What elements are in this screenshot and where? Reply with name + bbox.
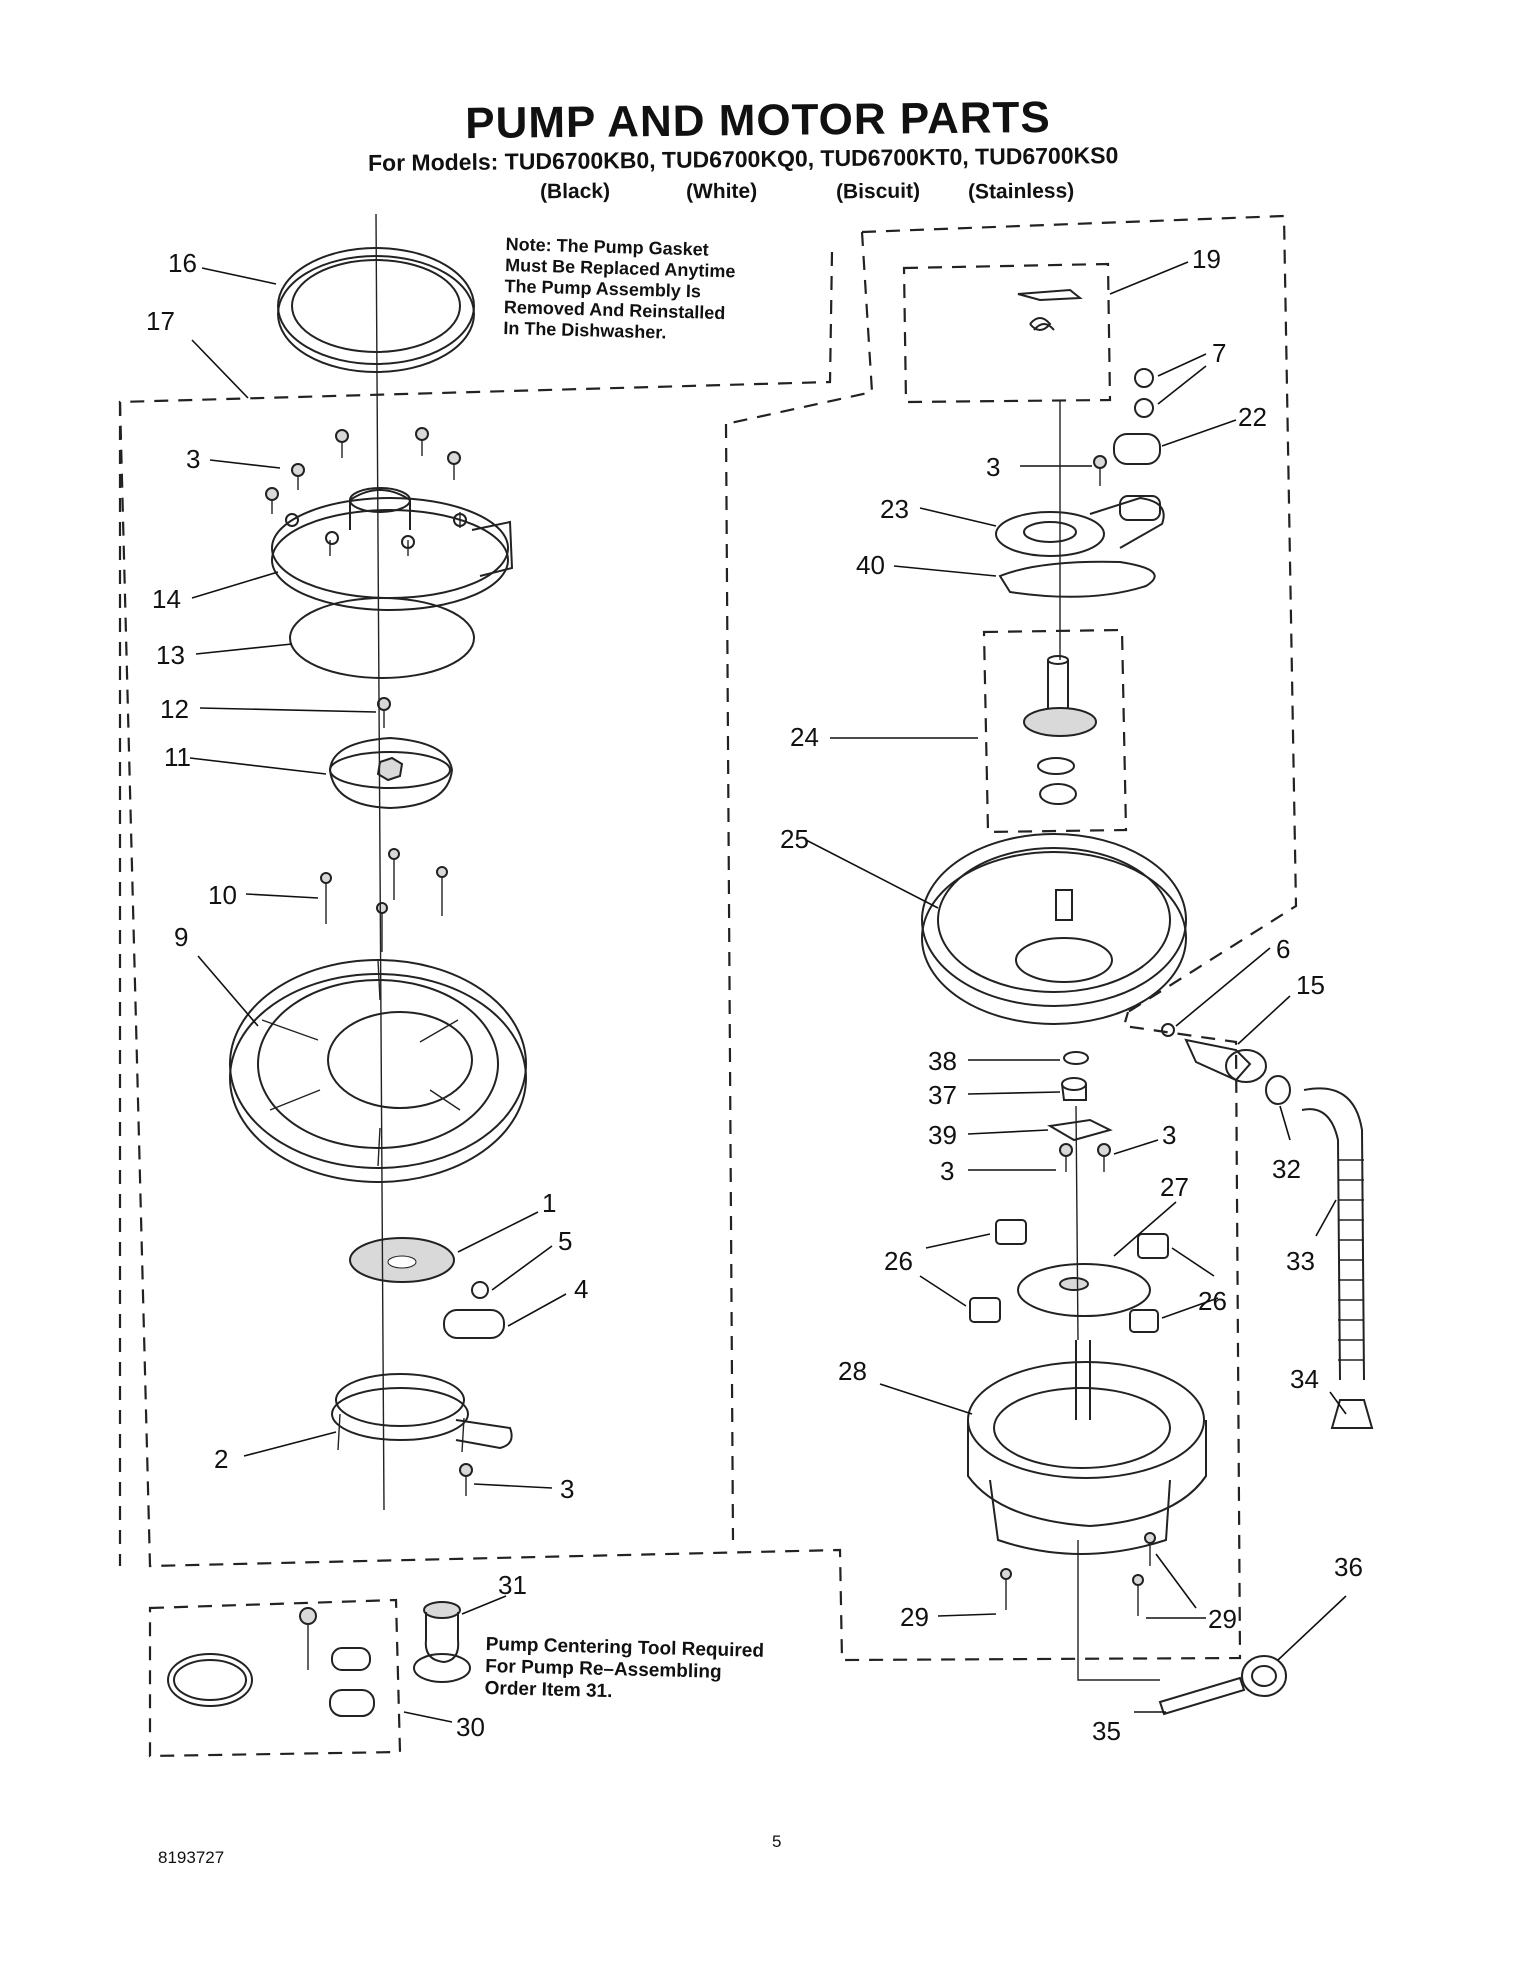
callout-label: 19 [1192, 244, 1221, 274]
doc-number: 8193727 [158, 1848, 225, 1867]
part-1-screen [349, 1237, 455, 1283]
part-7-balls [1134, 368, 1154, 418]
part-26-brackets [969, 1219, 1169, 1333]
callout-label: 30 [456, 1712, 485, 1742]
callout-label: 40 [856, 550, 885, 580]
callout-label: 15 [1296, 970, 1325, 1000]
part-23-cover [995, 495, 1165, 557]
part-14-pump-housing [271, 487, 514, 611]
part-40-gasket [998, 560, 1156, 598]
callout-label: 4 [574, 1274, 588, 1304]
callout-label: 17 [146, 306, 175, 336]
part-29-screws [1000, 1532, 1156, 1616]
callout-label: 29 [900, 1602, 929, 1632]
callout-label: 1 [542, 1188, 556, 1218]
part-25-tub [921, 833, 1187, 1025]
part-39-plate [1047, 1118, 1113, 1142]
callout-label: 35 [1092, 1716, 1121, 1746]
callout-label: 33 [1286, 1246, 1315, 1276]
part-3-screws [265, 427, 461, 556]
callout-label: 22 [1238, 402, 1267, 432]
page-number: 5 [772, 1832, 782, 1851]
callout-label: 2 [214, 1444, 228, 1474]
callout-label: 3 [560, 1474, 574, 1504]
part-37-grommet [1061, 1077, 1087, 1101]
callout-label: 12 [160, 694, 189, 724]
part-27-disc [1017, 1263, 1151, 1317]
callout-label: 38 [928, 1046, 957, 1076]
part-36-knob [1241, 1655, 1287, 1697]
callout-label: 3 [986, 452, 1000, 482]
part-24-shaft [1023, 655, 1097, 805]
callout-label: 6 [1276, 934, 1290, 964]
callout-label: 39 [928, 1120, 957, 1150]
part-35-sensor [1077, 1540, 1246, 1716]
part-5-ball [471, 1281, 489, 1299]
part-12-screw [377, 697, 391, 728]
callout-label: 3 [186, 444, 200, 474]
callout-label: 16 [168, 248, 197, 278]
callout-label: 3 [940, 1156, 954, 1186]
part-15-valve [1184, 1038, 1267, 1083]
callout-label: 26 [1198, 1286, 1227, 1316]
callout-label: 25 [780, 824, 809, 854]
callout-label: 9 [174, 922, 188, 952]
callout-labels: 16 17 3 14 13 12 11 10 9 1 5 4 2 3 31 30… [146, 244, 1363, 1746]
callout-label: 37 [928, 1080, 957, 1110]
part-11-impeller [328, 736, 454, 810]
part-2-base [331, 1373, 513, 1453]
callout-label: 13 [156, 640, 185, 670]
callout-label: 29 [1208, 1604, 1237, 1634]
callout-label: 7 [1212, 338, 1226, 368]
part-32-clamp [1265, 1075, 1291, 1105]
part-30-kit [167, 1607, 375, 1717]
part-4-gasket [443, 1309, 505, 1339]
assembly-boundaries [118, 214, 1298, 1758]
callout-label: 10 [208, 880, 237, 910]
part-6-o-ring [1161, 1023, 1175, 1037]
callout-label: 23 [880, 494, 909, 524]
callout-label: 34 [1290, 1364, 1319, 1394]
part-3-screw-right [1093, 455, 1107, 486]
part-3-screws-mid [1059, 1143, 1111, 1172]
callout-label: 32 [1272, 1154, 1301, 1184]
part-9-plate [229, 959, 527, 1183]
callout-label: 5 [558, 1226, 572, 1256]
part-10-screws [320, 848, 448, 952]
callout-label: 11 [164, 742, 191, 772]
callout-label: 27 [1160, 1172, 1189, 1202]
part-38-ring [1063, 1051, 1089, 1065]
part-33-hose [1301, 1087, 1365, 1381]
part-31-centering-tool [413, 1601, 471, 1683]
callout-label: 14 [152, 584, 181, 614]
part-13-o-ring [289, 597, 475, 679]
leader-lines [189, 213, 1347, 1723]
part-34-end [1330, 1399, 1374, 1429]
callout-label: 3 [1162, 1120, 1176, 1150]
callout-label: 36 [1334, 1552, 1363, 1582]
part-19-clip [1017, 288, 1083, 331]
callout-label: 28 [838, 1356, 867, 1386]
part-28-motor [967, 1340, 1207, 1555]
callout-label: 24 [790, 722, 819, 752]
callout-label: 26 [884, 1246, 913, 1276]
callout-label: 31 [498, 1570, 527, 1600]
part-22-gasket [1113, 433, 1161, 465]
part-3-screw-bottom [459, 1463, 473, 1496]
